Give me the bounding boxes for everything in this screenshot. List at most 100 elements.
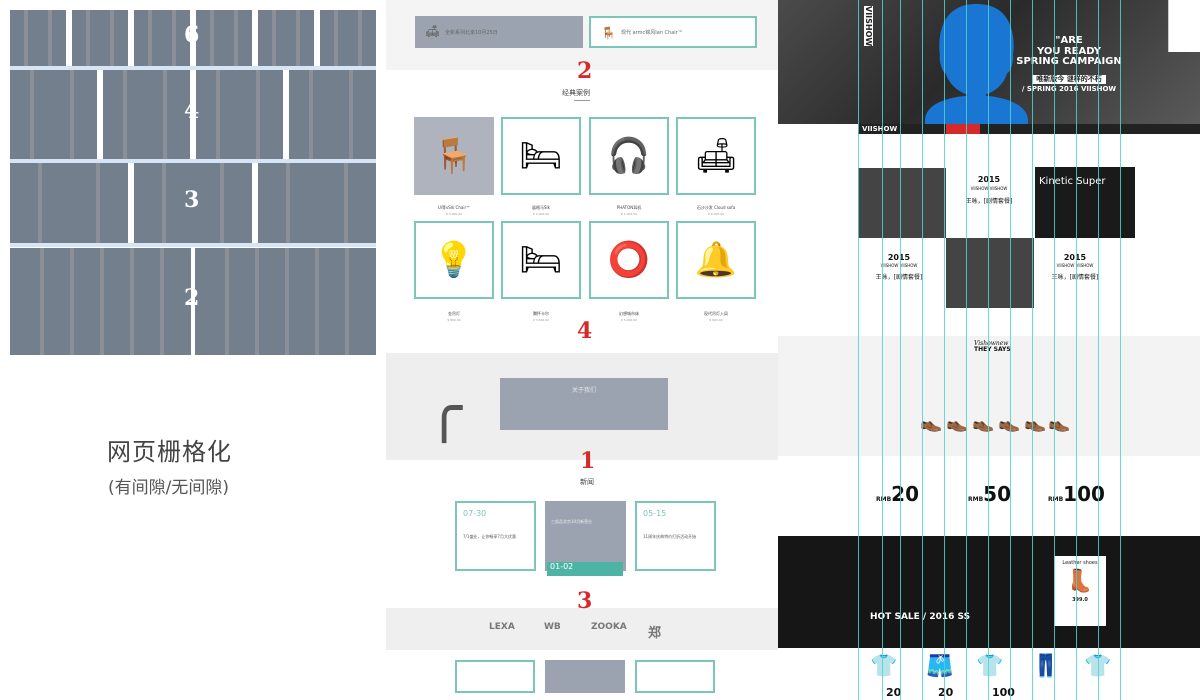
top-card-1[interactable]: 🛋 全新系列北京10月25日 (415, 16, 583, 48)
row-label-3: 3 (184, 187, 200, 213)
row-gutter (10, 159, 376, 163)
product-price: ¥ 3,500.00 (532, 318, 550, 322)
contact-card[interactable] (635, 660, 715, 693)
furniture-page: 🛋 全新系列北京10月25日 🪑 现代 armc锦风Ian Chair™ 经典案… (386, 0, 778, 700)
news-tab: 01-02 (547, 562, 623, 576)
pants-icon[interactable]: 👖 (1032, 654, 1060, 679)
shoe-icon[interactable]: 👞 (1024, 412, 1047, 433)
shoe-icon[interactable]: 👞 (1048, 412, 1071, 433)
feature-cn: 王咏，[剧情套餐] (1051, 274, 1099, 281)
about-box[interactable]: 关于我们 (500, 378, 668, 430)
grid-guide-line (900, 0, 901, 700)
grid-subtitle: (有间隙/无间隙) (108, 478, 229, 498)
shoe-icon[interactable]: 👞 (920, 412, 943, 433)
news-card[interactable]: 07-30 7/1盛业，让你畅享7月大优惠 (455, 501, 536, 571)
vertical-logo: VIISHOW (864, 6, 873, 47)
product-section: 经典案例 🪑 🛏 🎧 🛋 Ui等vSlk Chair™ 展格马Slk PHATO… (386, 70, 778, 353)
product-card[interactable]: 💡 (414, 221, 494, 299)
grid-guide-line (1098, 0, 1099, 700)
product-card[interactable]: 🛋 (676, 117, 756, 195)
grid-guide-line (966, 0, 967, 700)
shorts-icon[interactable]: 🩳 (926, 654, 954, 679)
grid-row-3 (10, 163, 376, 243)
news-card[interactable]: 05-15 11周年庆典特价打折活动开始 (635, 501, 716, 571)
product-price: ¥ 3,000.00 (445, 212, 463, 216)
partner-logo[interactable]: WB (544, 622, 561, 632)
tshirt-icon[interactable]: 👕 (1084, 654, 1112, 679)
feature-photo[interactable] (946, 238, 1034, 308)
hot-sale-banner (778, 536, 1200, 648)
testimonial-section: Vishownew THEY SAYS 👞 👞 👞 👞 👞 👞 (778, 336, 1200, 456)
grid-cell (72, 10, 128, 66)
news-card[interactable]: 三部品北京10月新营业 01-02 (545, 501, 626, 576)
shoe-icon[interactable]: 👞 (946, 412, 969, 433)
guide-panel[interactable] (1168, 0, 1200, 52)
product-card[interactable]: 🎧 (589, 117, 669, 195)
product-card[interactable]: 🪑 (414, 117, 494, 195)
product-card[interactable]: ⭕ (589, 221, 669, 299)
boot-icon: 👢 (1066, 569, 1094, 594)
shoe-icon[interactable]: 👞 (998, 412, 1020, 433)
hero-cn-line: 唯新版今 谜样的不朽 (1032, 74, 1106, 84)
news-title: 新闻 (580, 478, 594, 486)
grid-cell (10, 248, 191, 355)
grid-cell (320, 10, 376, 66)
feature-sub: VIISHOW VIISHOW (970, 186, 1008, 191)
bed-icon: 🛏 (519, 136, 563, 176)
grid-row-2 (10, 248, 376, 355)
feature-photo[interactable] (858, 168, 946, 238)
price-tag[interactable]: RMB100 (1048, 482, 1105, 506)
hero-line: YOU READY (1036, 45, 1102, 57)
says-script: Vishownew (974, 340, 1009, 347)
feature-cn: 王咏，[剧情套餐] (965, 198, 1013, 205)
news-date: 05-15 (643, 509, 667, 518)
top-card-2[interactable]: 🪑 现代 armc锦风Ian Chair™ (589, 16, 757, 48)
product-card[interactable]: 🛏 (501, 117, 581, 195)
feature-cn: 王咏，[剧情套餐] (875, 274, 923, 281)
news-text: 三部品北京10月新营业 (551, 519, 593, 524)
contact-card[interactable] (455, 660, 535, 693)
nav-item-active[interactable] (946, 124, 980, 134)
kinetic-tile[interactable]: Kinetic Super (1035, 167, 1135, 238)
product-name: PHATON耳机 (616, 205, 642, 210)
grid-cell (134, 163, 252, 243)
partner-logo[interactable]: ZOOKA (591, 622, 627, 632)
row-gutter (10, 66, 376, 70)
grid-cell (195, 248, 376, 355)
tshirt-icon[interactable]: 👕 (976, 654, 1004, 679)
product-name: 腾怀卡尔 (533, 311, 549, 316)
grid-guide-line (988, 0, 989, 700)
sofa-icon: 🛋 (694, 136, 738, 176)
marker-number: 1 (580, 448, 596, 474)
price-tag[interactable]: RMB20 (876, 482, 920, 506)
section-divider (574, 100, 590, 101)
partner-logo[interactable]: 郑 (648, 626, 662, 641)
row-gutter (10, 243, 376, 247)
grid-guide-line (858, 0, 859, 700)
about-label: 关于我们 (571, 387, 596, 394)
contact-card[interactable] (545, 660, 625, 693)
feature-year: 2015 (887, 253, 911, 262)
grid-cell (258, 163, 376, 243)
product-card[interactable]: 🛏 (501, 221, 581, 299)
nav-brand[interactable]: VIISHOW (862, 125, 898, 133)
shoe-icon[interactable]: 👞 (972, 412, 995, 433)
model-photo-icon: 👤 (908, 0, 1045, 128)
leather-shoe-card[interactable]: Leather shoes 👢 399.0 (1054, 556, 1106, 626)
tshirt-icon[interactable]: 👕 (870, 654, 898, 679)
price-tag[interactable]: RMB50 (968, 482, 1012, 506)
news-date: 07-30 (463, 509, 487, 518)
hero-banner: 👤 VIISHOW "ARE YOU READY SPRING CAMPAIGN… (778, 0, 1200, 128)
product-price: ¥ 800.00 (447, 318, 461, 322)
contact-section (386, 650, 778, 700)
grid-row-6 (10, 10, 376, 66)
row-label-6: 6 (184, 22, 200, 48)
grid-cell (10, 70, 97, 159)
product-price: ¥ 4,000.00 (707, 212, 725, 216)
says-title: THEY SAYS (974, 346, 1011, 353)
feature-year: 2015 (954, 175, 1024, 184)
grid-cell (196, 70, 283, 159)
partner-logo[interactable]: LEXA (489, 622, 515, 632)
grid-cell (103, 70, 190, 159)
product-card[interactable]: 🔔 (676, 221, 756, 299)
